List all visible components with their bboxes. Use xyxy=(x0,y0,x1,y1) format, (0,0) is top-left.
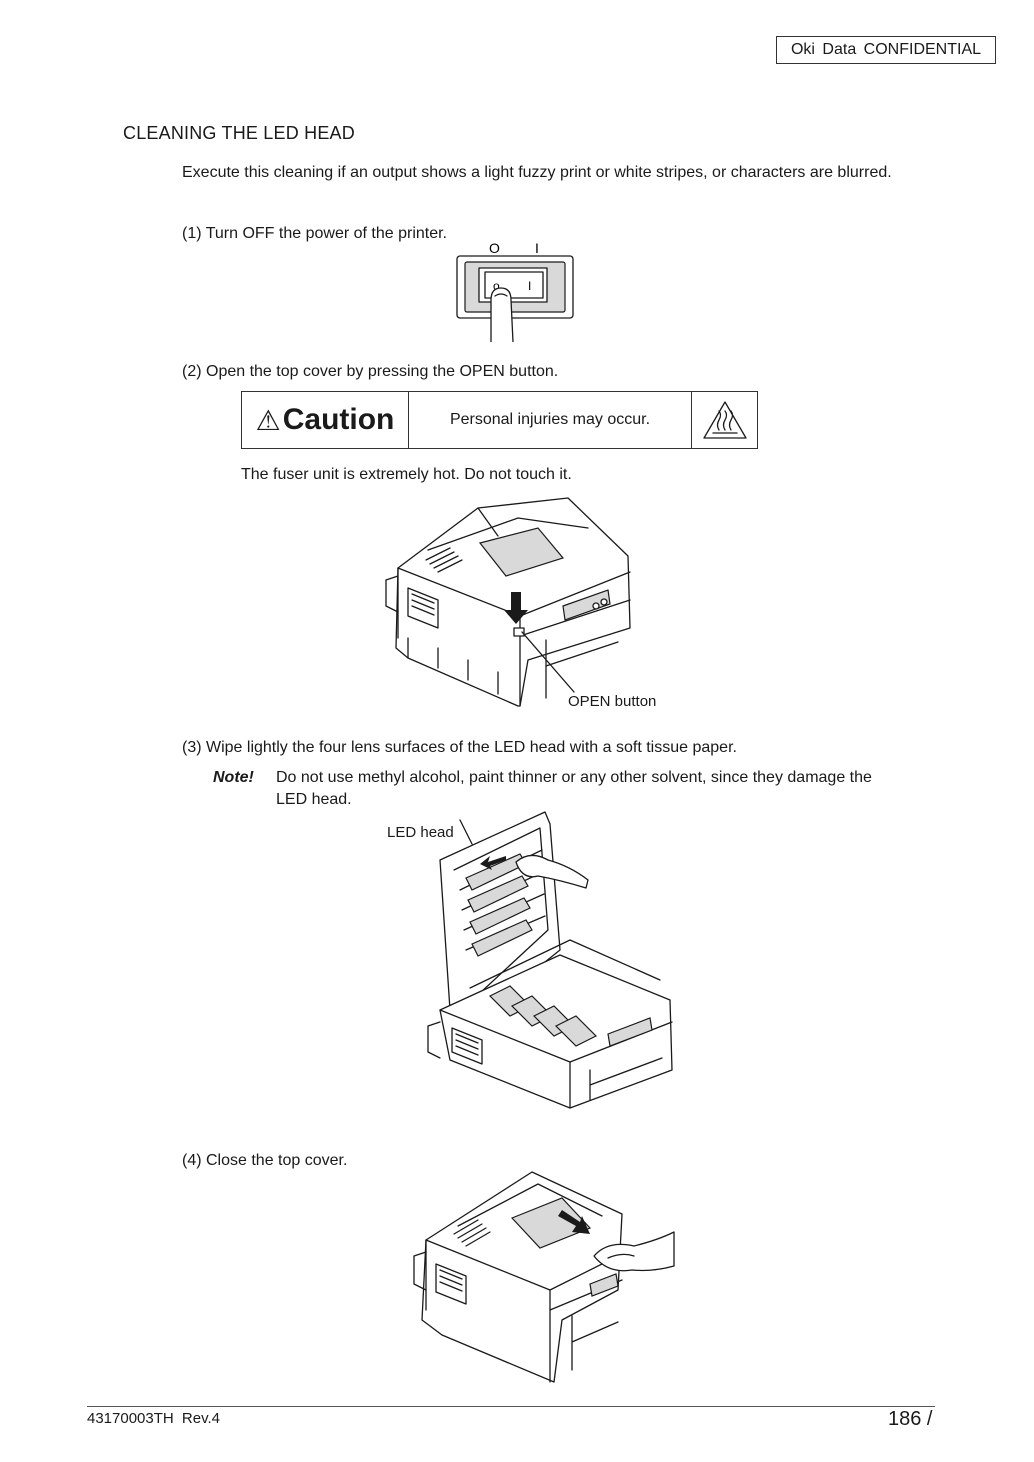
caution-message: Personal injuries may occur. xyxy=(409,392,692,448)
page-number: 186 / xyxy=(888,1408,933,1430)
note-label: Note! xyxy=(213,769,254,786)
warning-triangle-icon: ⚠ xyxy=(255,404,281,436)
rocker-off-mark: o xyxy=(493,279,500,293)
printer-led-head-illustration xyxy=(427,811,673,1109)
switch-off-label: O xyxy=(489,240,500,256)
footer-rule xyxy=(87,1406,935,1407)
printer-close-cover-illustration xyxy=(413,1171,675,1383)
step-2-text: (2) Open the top cover by pressing the O… xyxy=(182,363,559,380)
led-head-label: LED head xyxy=(387,824,454,841)
rocker-on-mark: I xyxy=(528,279,531,293)
switch-on-label: I xyxy=(535,240,539,256)
caution-label-cell: ⚠ Caution xyxy=(242,392,409,448)
caution-icon-cell xyxy=(692,392,757,448)
note-text: Do not use methyl alcohol, paint thinner… xyxy=(276,769,872,808)
step-3-text: (3) Wipe lightly the four lens surfaces … xyxy=(182,739,737,756)
section-title: CLEANING THE LED HEAD xyxy=(123,123,355,143)
confidential-box: Oki Data CONFIDENTIAL xyxy=(776,36,996,64)
step-4-text: (4) Close the top cover. xyxy=(182,1152,348,1169)
footer-doc-id: 43170003TH Rev.4 xyxy=(87,1410,220,1427)
caution-label: Caution xyxy=(282,403,395,436)
power-switch-illustration: O I o I xyxy=(456,240,574,343)
open-button-label: OPEN button xyxy=(568,693,657,710)
fuser-warning: The fuser unit is extremely hot. Do not … xyxy=(241,466,572,483)
printer-open-button-illustration xyxy=(385,497,631,707)
intro-paragraph: Execute this cleaning if an output shows… xyxy=(182,164,892,181)
step-1-text: (1) Turn OFF the power of the printer. xyxy=(182,225,447,242)
caution-box: ⚠ Caution Personal injuries may occur. xyxy=(241,391,758,449)
hot-surface-icon xyxy=(702,401,747,439)
